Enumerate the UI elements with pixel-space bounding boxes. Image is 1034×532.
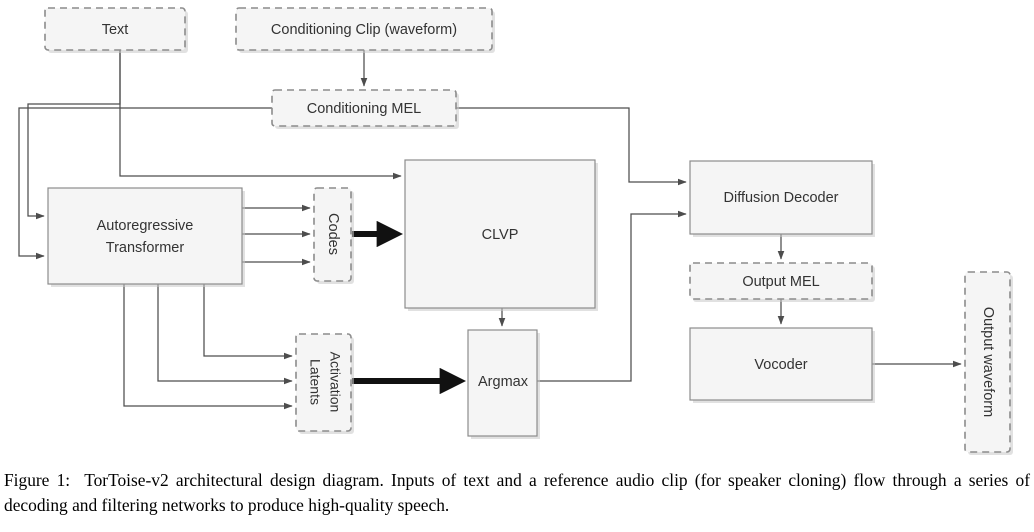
node-activation-latents-label-line2: Latents — [307, 359, 323, 405]
node-output-waveform[interactable]: Output waveform — [964, 271, 1013, 455]
node-text-label: Text — [102, 22, 129, 38]
node-clvp-label: CLVP — [482, 227, 519, 243]
edge-cond-mel-to-ar-transformer — [18, 107, 272, 260]
edge-cond-mel-to-diffusion — [456, 107, 687, 186]
node-output-mel[interactable]: Output MEL — [689, 262, 875, 302]
architecture-diagram: Text Conditioning Clip (waveform) Condit… — [18, 7, 1013, 455]
node-codes-label: Codes — [325, 213, 341, 255]
node-conditioning-mel-label: Conditioning MEL — [307, 101, 421, 117]
node-autoregressive-transformer-label-line1: Autoregressive — [97, 218, 194, 234]
node-output-waveform-label: Output waveform — [980, 307, 996, 417]
node-autoregressive-transformer[interactable]: Autoregressive Transformer — [47, 187, 245, 287]
node-vocoder[interactable]: Vocoder — [689, 327, 875, 403]
node-conditioning-mel[interactable]: Conditioning MEL — [271, 89, 459, 129]
node-argmax[interactable]: Argmax — [467, 329, 540, 439]
figure-caption-text: TorToise-v2 architectural design diagram… — [4, 470, 1030, 515]
node-codes[interactable]: Codes — [313, 187, 354, 284]
node-activation-latents[interactable]: Activation Latents — [295, 333, 354, 434]
edge-layer — [18, 50, 962, 410]
node-text[interactable]: Text — [44, 7, 188, 53]
node-activation-latents-label-line1: Activation — [327, 352, 343, 413]
node-argmax-label: Argmax — [478, 374, 529, 390]
node-autoregressive-transformer-label-line2: Transformer — [106, 240, 185, 256]
node-vocoder-label: Vocoder — [754, 357, 807, 373]
edge-text-to-clvp — [119, 50, 402, 180]
edge-ar-to-activation-1 — [203, 284, 293, 360]
node-diffusion-decoder-label: Diffusion Decoder — [724, 190, 839, 206]
node-conditioning-clip-label: Conditioning Clip (waveform) — [271, 22, 457, 38]
node-clvp[interactable]: CLVP — [404, 159, 598, 311]
node-conditioning-clip[interactable]: Conditioning Clip (waveform) — [235, 7, 495, 53]
edge-ar-to-activation-2 — [157, 284, 293, 385]
figure-number: Figure 1: — [4, 470, 71, 490]
node-diffusion-decoder[interactable]: Diffusion Decoder — [689, 160, 875, 237]
edge-argmax-to-diffusion — [537, 210, 687, 382]
figure-caption: Figure 1: TorToise-v2 architectural desi… — [4, 468, 1030, 518]
node-output-mel-label: Output MEL — [742, 274, 819, 290]
edge-ar-to-activation-3 — [123, 284, 293, 410]
